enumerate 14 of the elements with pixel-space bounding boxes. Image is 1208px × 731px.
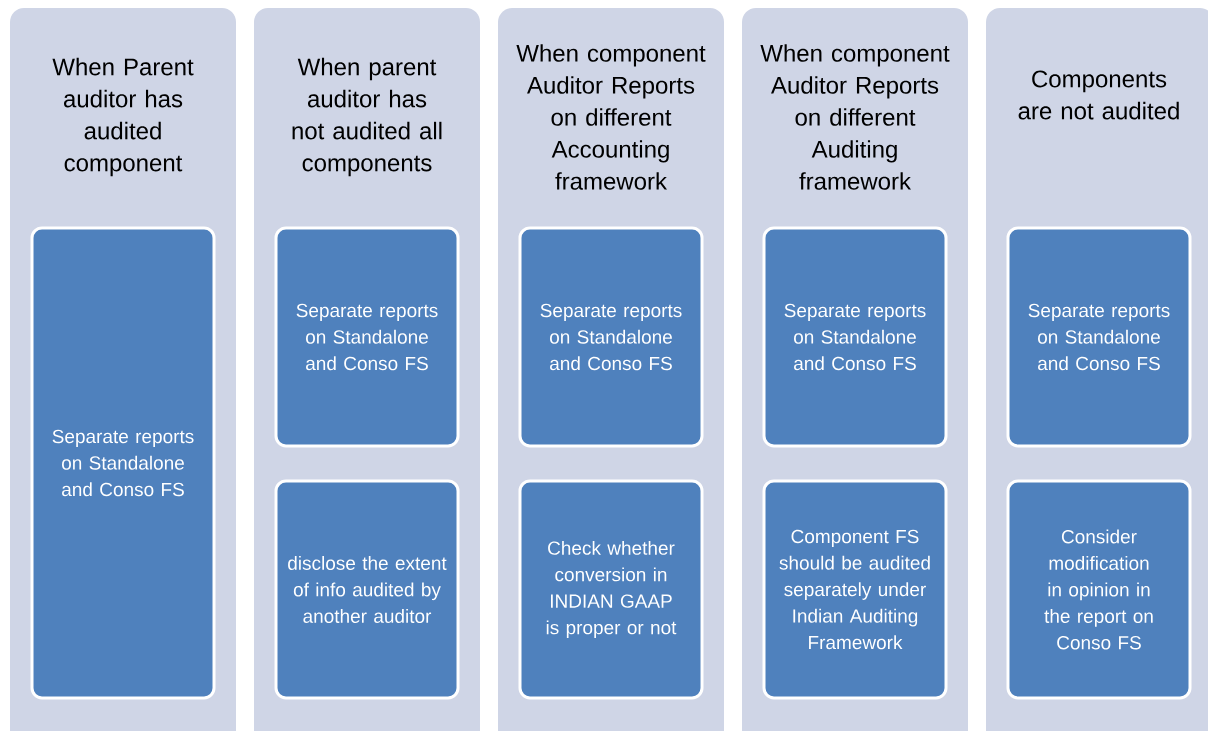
heading: When component Auditor Reports on different Accounting framework (516, 44, 706, 190)
content-box: Check whether conversion in INDIAN GAAP is proper or not (518, 479, 704, 700)
heading: When parent auditor has not audited all components (292, 57, 442, 177)
content-box: Separate reports on Standalone and Conso FS (30, 226, 216, 700)
content-box: Separate reports on Standalone and Conso FS (762, 226, 948, 448)
content-box: Component FS should be audited separately under Indian Auditing Framework (762, 479, 948, 700)
content-box: Separate reports on Standalone and Conso FS (274, 226, 460, 448)
content-box: Separate reports on Standalone and Conso FS (1006, 226, 1192, 448)
content-box: Separate reports on Standalone and Conso FS (518, 226, 704, 448)
heading: When component Auditor Reports on different Auditing framework (760, 44, 950, 190)
content-box: Consider modification in opinion in the report on Conso FS (1006, 479, 1192, 700)
heading: When Parent auditor has audited component (52, 57, 194, 177)
content-box: disclose the extent of info audited by another auditor (274, 479, 460, 700)
heading: Components are not audited (1018, 70, 1179, 120)
